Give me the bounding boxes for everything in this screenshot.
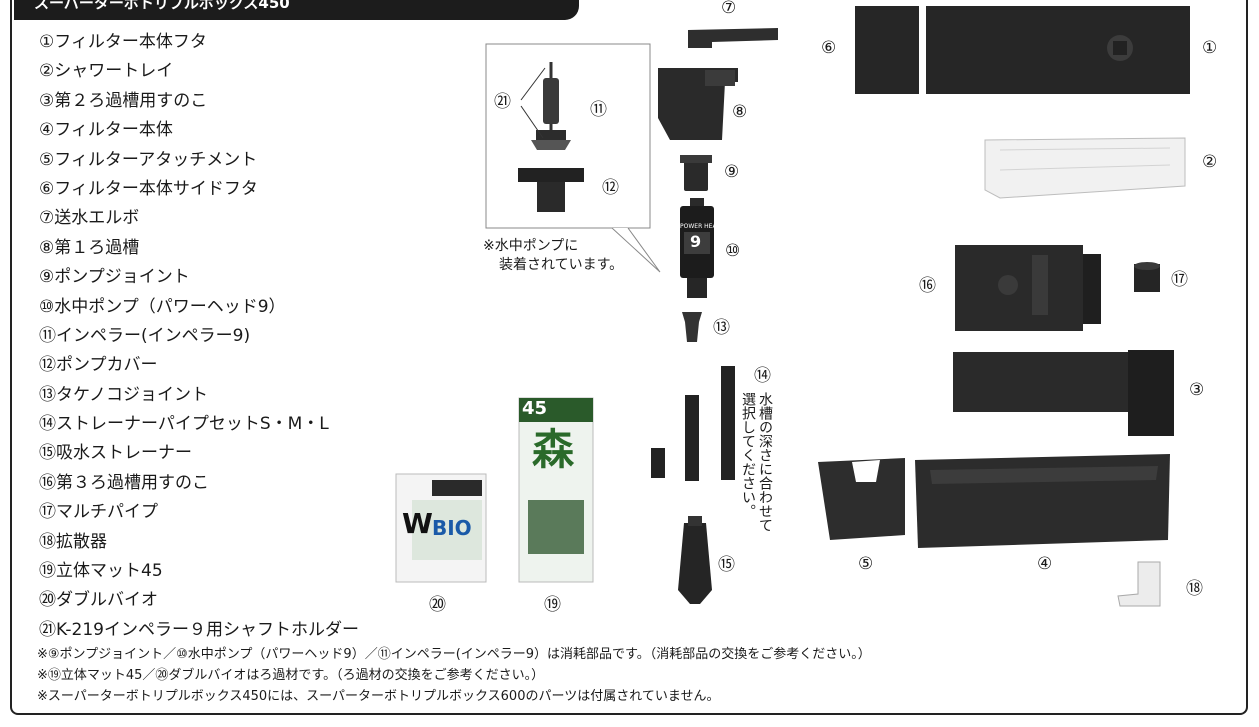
note-line: ※⑲立体マット45／⑳ダブルバイオはろ過材です。（ろ過材の交換をご参考ください。… [37,668,545,683]
parts-list-item: ①フィルター本体フタ [39,32,207,52]
parts-list: ①フィルター本体フタ ②シャワートレイ ③第２ろ過槽用すのこ ④フィルター本体 … [39,30,359,647]
marker-15: ⑮ [718,555,735,575]
diffuser-image [1117,561,1161,607]
marker-12: ⑫ [602,178,619,198]
marker-18: ⑱ [1186,579,1203,599]
marker-2: ② [1202,152,1218,172]
impeller-image [520,62,571,150]
pipe-note-line-1: 水槽の深さに合わせて [757,392,773,532]
pump-number-text: 9 [690,232,702,251]
wbio-package-image [395,473,487,583]
notes-section: ※⑨ポンプジョイント／⑩水中ポンプ（パワーヘッド9）／⑪インペラー(インペラー9… [37,644,871,707]
parts-list-item: ⑬タケノコジョイント [39,384,208,405]
intake-strainer-image [678,516,712,604]
parts-list-item: ⑯第３ろ過槽用すのこ [39,472,209,493]
pump-joint-image [680,155,712,191]
parts-list-item: ㉑K-219インペラー９用シャフトホルダー [39,619,359,640]
wbio-brand-text: W [402,507,433,540]
parts-list-item: ⑮吸水ストレーナー [39,443,192,464]
parts-list-item: ⑳ダブルバイオ [39,590,158,611]
mat-package-image [518,397,594,583]
impeller-callout-box [485,43,661,273]
parts-list-item: ④フィルター本体 [39,120,173,141]
filter-body-image [915,454,1170,548]
submersible-pump-image [680,198,714,298]
callout-line-2: 装着されています。 [499,257,624,273]
document-frame [10,0,1248,715]
parts-list-item: ⑫ポンプカバー [39,355,158,376]
parts-list-item: ③第２ろ過槽用すのこ [39,90,208,111]
marker-21: ㉑ [494,92,511,112]
bamboo-joint-image [682,312,702,342]
marker-8: ⑧ [732,102,748,122]
marker-1: ① [1202,38,1218,58]
marker-19: ⑲ [544,595,561,615]
marker-10: ⑩ [725,241,741,261]
marker-17: ⑰ [1171,270,1188,290]
marker-4: ④ [1037,554,1053,574]
marker-13: ⑬ [713,318,730,338]
filter-attachment-image [818,458,905,540]
mat-name-text: 森 [532,425,575,474]
parts-list-item: ⑱拡散器 [39,531,107,552]
parts-list-item: ⑰マルチパイプ [39,502,158,523]
marker-14: ⑭ [754,366,771,386]
marker-9: ⑨ [724,162,740,182]
document-title: スーパーターボトリプルボックス450 [14,0,579,20]
parts-list-item: ⑨ポンプジョイント [39,267,190,288]
marker-16: ⑯ [919,276,936,296]
marker-5: ⑤ [858,554,874,574]
first-filter-tank-image [658,68,738,140]
parts-list-item: ⑭ストレーナーパイプセットS・M・L [39,414,329,435]
parts-list-item: ⑲立体マット45 [39,561,163,582]
pipe-note-line-2: 選択してください。 [740,392,756,518]
marker-7: ⑦ [721,0,737,18]
mat-size-text: 45 [522,398,548,419]
third-tank-rack-image [955,245,1101,331]
second-tank-rack-image [953,350,1174,436]
marker-20: ⑳ [429,595,446,615]
parts-list-item: ②シャワートレイ [39,61,174,82]
wbio-name-text: BIO [432,516,472,540]
pump-cover-image [518,168,584,212]
parts-list-item: ⑤フィルターアタッチメント [39,149,258,170]
callout-line-1: ※水中ポンプに [483,238,579,254]
parts-list-item: ⑥フィルター本体サイドフタ [39,178,258,199]
shower-tray-image [984,137,1186,199]
marker-6: ⑥ [821,38,837,58]
note-line: ※⑨ポンプジョイント／⑩水中ポンプ（パワーヘッド9）／⑪インペラー(インペラー9… [37,647,871,662]
water-elbow-image [688,28,778,48]
marker-11: ⑪ [590,100,607,120]
filter-lid-image [855,6,1190,94]
marker-3: ③ [1189,380,1205,400]
parts-list-item: ⑩水中ポンプ（パワーヘッド9） [39,296,286,317]
parts-list-item: ⑪インペラー(インペラー9) [39,325,251,346]
pump-brand-text: POWER HEAD [680,223,722,230]
strainer-pipe-set-image [651,366,735,481]
parts-list-item: ⑦送水エルボ [39,208,140,229]
multi-pipe-image [1134,262,1160,292]
note-line: ※スーパーターボトリプルボックス450には、スーパーターボトリプルボックス600… [37,689,720,704]
parts-list-item: ⑧第１ろ過槽 [39,237,140,258]
